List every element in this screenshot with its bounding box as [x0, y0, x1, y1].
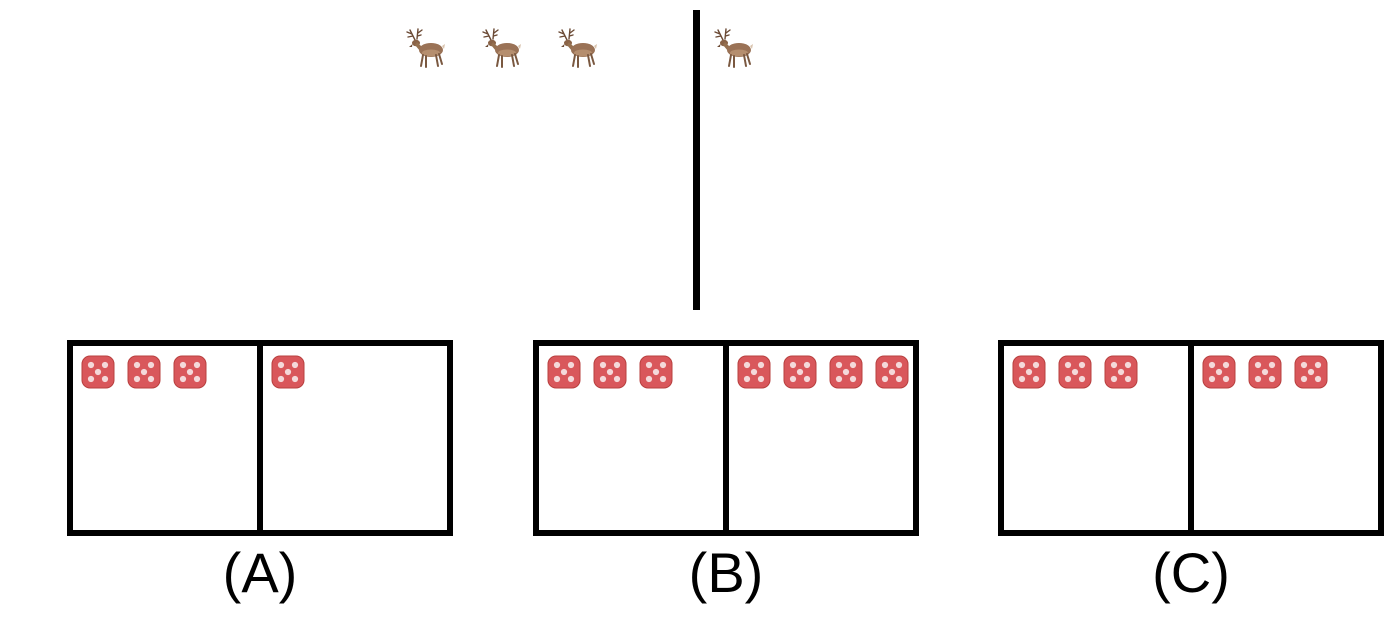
dice-icon	[737, 355, 771, 389]
dice-icon	[127, 355, 161, 389]
option-c-right-cell	[1191, 346, 1378, 530]
option-b-right-dice	[737, 355, 909, 389]
option-c-box	[998, 340, 1384, 536]
dice-icon	[593, 355, 627, 389]
dice-icon	[1294, 355, 1328, 389]
dice-icon	[271, 355, 305, 389]
dice-icon	[81, 355, 115, 389]
dice-icon	[547, 355, 581, 389]
option-b-left-cell	[539, 346, 726, 530]
dice-icon	[875, 355, 909, 389]
option-b-box	[533, 340, 919, 536]
option-b[interactable]: (B)	[533, 340, 919, 604]
option-b-label: (B)	[688, 541, 764, 604]
deer-icon	[712, 26, 756, 70]
option-a-label: (A)	[222, 541, 298, 604]
option-c[interactable]: (C)	[998, 340, 1384, 604]
option-c-left-dice	[1012, 355, 1138, 389]
dice-icon	[829, 355, 863, 389]
deer-icon	[556, 26, 600, 70]
option-a-left-dice	[81, 355, 207, 389]
deer-icon	[480, 26, 524, 70]
option-a-right-cell	[260, 346, 447, 530]
option-a-right-dice	[271, 355, 305, 389]
option-b-right-cell	[726, 346, 913, 530]
dice-icon	[1012, 355, 1046, 389]
option-a-left-cell	[73, 346, 260, 530]
vertical-divider	[693, 10, 700, 310]
option-c-label: (C)	[1152, 541, 1230, 604]
right-deer-group	[712, 26, 756, 70]
dice-icon	[1248, 355, 1282, 389]
question-area	[0, 10, 1395, 310]
deer-icon	[404, 26, 448, 70]
dice-icon	[173, 355, 207, 389]
dice-icon	[783, 355, 817, 389]
option-c-left-cell	[1004, 346, 1191, 530]
dice-icon	[1202, 355, 1236, 389]
dice-icon	[1058, 355, 1092, 389]
dice-icon	[639, 355, 673, 389]
dice-icon	[1104, 355, 1138, 389]
option-c-right-dice	[1202, 355, 1328, 389]
left-deer-group	[404, 26, 600, 70]
option-b-left-dice	[547, 355, 673, 389]
option-a[interactable]: (A)	[67, 340, 453, 604]
option-a-box	[67, 340, 453, 536]
